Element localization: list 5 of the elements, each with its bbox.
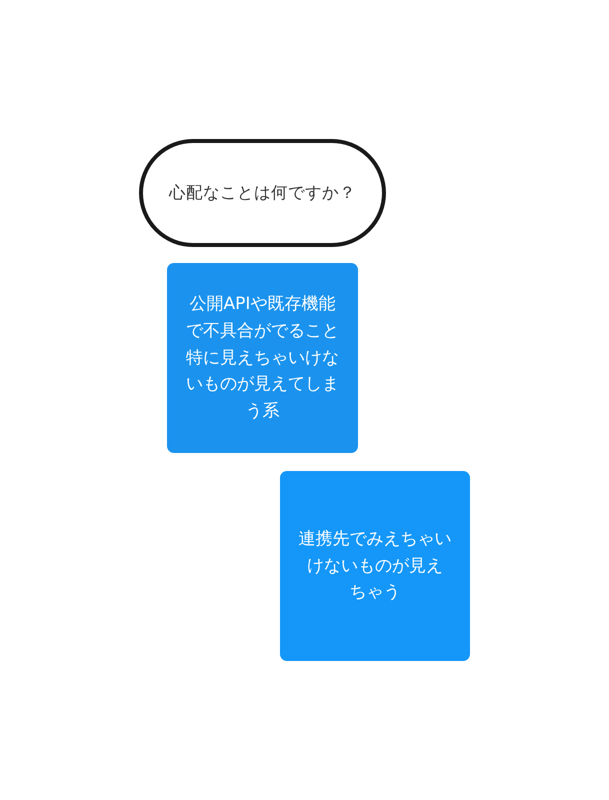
sticky-note [280, 471, 470, 661]
node-text: 公開APIや既存機能で不具合がでること特に見えちゃいけないものが見えてしまう系 [185, 293, 340, 424]
node-text: 心配なことは何ですか？ [169, 182, 356, 204]
sticky-note [167, 263, 358, 453]
node-text: 連携先でみえちゃいけないものが見えちゃう [298, 528, 452, 604]
